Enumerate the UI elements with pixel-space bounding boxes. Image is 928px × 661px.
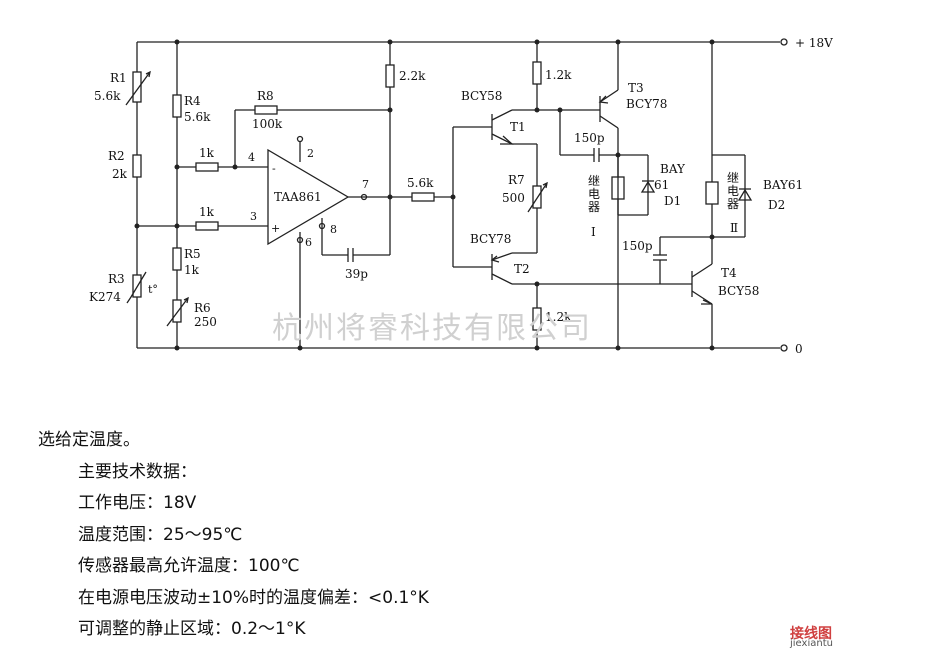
r4-label: R4 bbox=[184, 94, 201, 108]
r-2k2-value: 2.2k bbox=[399, 69, 426, 83]
cap150b-value: 150p bbox=[622, 239, 653, 253]
opamp-plus: + bbox=[271, 222, 280, 235]
r5-value: 1k bbox=[184, 263, 200, 277]
note-line-5: 传感器最高允许温度：100℃ bbox=[78, 556, 300, 576]
r1-label: R1 bbox=[110, 71, 127, 85]
r1-value: 5.6k bbox=[94, 89, 121, 103]
r3-temp-mark: t° bbox=[148, 283, 158, 296]
r4-value: 5.6k bbox=[184, 110, 211, 124]
note-line-3: 工作电压：18V bbox=[78, 493, 197, 513]
r5-resistor bbox=[172, 247, 182, 271]
r5-label: R5 bbox=[184, 247, 201, 261]
r6-label: R6 bbox=[194, 301, 211, 315]
pin4-label: 4 bbox=[248, 151, 255, 164]
note-line-4: 温度范围：25～95℃ bbox=[78, 524, 243, 545]
opamp-minus: - bbox=[272, 162, 276, 175]
note-line-2: 主要技术数据： bbox=[78, 461, 197, 482]
supply-terminal bbox=[780, 38, 788, 46]
d1-type-a: BAY bbox=[660, 162, 686, 176]
d1-diode bbox=[640, 180, 656, 193]
opamp-symbol bbox=[267, 148, 350, 246]
watermark-text: 杭州将睿科技有限公司 bbox=[272, 311, 592, 346]
d1-type-b: 61 bbox=[654, 178, 669, 192]
supply-label: + 18V bbox=[795, 36, 833, 50]
logo-main-text: 接线图 bbox=[790, 626, 832, 642]
note-line-7: 可调整的静止区域：0.2～1°K bbox=[78, 619, 306, 639]
r7-label: R7 bbox=[508, 173, 525, 187]
relay1-text: 继电器 bbox=[588, 174, 600, 214]
r6-resistor bbox=[172, 299, 182, 323]
r8-resistor bbox=[254, 105, 278, 115]
r7-value: 500 bbox=[502, 191, 525, 205]
input3-res-value: 1k bbox=[199, 205, 215, 219]
site-logo: 接线图 jiexiantu bbox=[790, 623, 910, 653]
t3-type: BCY78 bbox=[626, 97, 667, 111]
r-1k2-top-resistor bbox=[532, 61, 542, 85]
r8-label: R8 bbox=[257, 89, 274, 103]
d2-type: BAY61 bbox=[763, 178, 803, 192]
r2-value: 2k bbox=[112, 167, 128, 181]
t1-type: BCY58 bbox=[461, 89, 502, 103]
r6-value: 250 bbox=[194, 315, 217, 329]
r3-value: K274 bbox=[89, 290, 121, 304]
cap150a-value: 150p bbox=[574, 131, 605, 145]
r-1k2-bot-value: 1.2k bbox=[545, 310, 572, 324]
t1-label: T1 bbox=[510, 120, 526, 134]
t4-label: T4 bbox=[721, 266, 737, 280]
d2-label: D2 bbox=[768, 198, 785, 212]
d2-diode bbox=[737, 188, 753, 201]
input3-resistor bbox=[195, 221, 219, 231]
logo-sub-text: jiexiantu bbox=[790, 638, 833, 649]
pin2-label: 2 bbox=[307, 147, 314, 160]
pin7-label: 7 bbox=[362, 178, 369, 191]
r3-label: R3 bbox=[108, 272, 125, 286]
r7-potentiometer bbox=[532, 185, 542, 209]
pin8-label: 8 bbox=[330, 223, 337, 236]
input4-resistor bbox=[195, 162, 219, 172]
relay2-text: 继电器 bbox=[727, 171, 739, 211]
r2-resistor bbox=[132, 154, 142, 178]
ground-terminal bbox=[780, 344, 788, 352]
d1-label: D1 bbox=[664, 194, 681, 208]
r-5k6-resistor bbox=[411, 192, 435, 202]
pin3-label: 3 bbox=[250, 210, 257, 223]
pin6-label: 6 bbox=[305, 236, 312, 249]
relay2-number: Ⅱ bbox=[730, 221, 738, 235]
r-2k2-resistor bbox=[385, 64, 395, 88]
relay2-coil bbox=[705, 181, 719, 205]
t2-type: BCY78 bbox=[470, 232, 511, 246]
circuit-schematic: + 18V 0 R1 5.6k R2 2k R3 K274 t° R4 5.6k… bbox=[89, 36, 833, 356]
t4-type: BCY58 bbox=[718, 284, 759, 298]
cap39-value: 39p bbox=[345, 267, 368, 281]
r4-resistor bbox=[172, 94, 182, 118]
relay1-number: Ⅰ bbox=[591, 225, 596, 239]
r8-value: 100k bbox=[252, 117, 283, 131]
r2-label: R2 bbox=[108, 149, 125, 163]
note-line-1: 选给定温度。 bbox=[38, 430, 140, 450]
opamp-label: TAA861 bbox=[274, 190, 322, 204]
note-line-6: 在电源电压波动±10%时的温度偏差：<0.1°K bbox=[78, 587, 429, 608]
spec-notes: 选给定温度。 主要技术数据： 工作电压：18V 温度范围：25～95℃ 传感器最… bbox=[38, 425, 738, 646]
r-1k2-top-value: 1.2k bbox=[545, 68, 572, 82]
r-5k6-value: 5.6k bbox=[407, 176, 434, 190]
ground-label: 0 bbox=[795, 342, 803, 356]
t3-label: T3 bbox=[628, 81, 644, 95]
t2-label: T2 bbox=[514, 262, 530, 276]
input4-res-value: 1k bbox=[199, 146, 215, 160]
